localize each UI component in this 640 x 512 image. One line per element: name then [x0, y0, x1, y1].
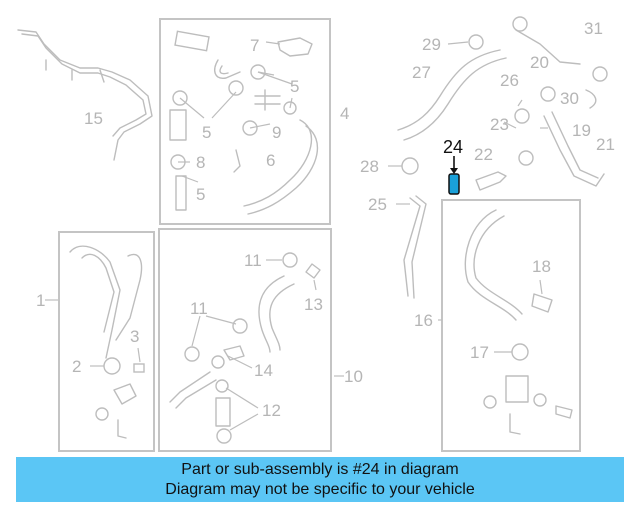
- part-box16-hoses: [464, 209, 573, 435]
- part-box4-hoses: [169, 30, 319, 215]
- callout-12: 12: [262, 401, 281, 420]
- callout-19: 19: [572, 121, 591, 140]
- callout-2: 2: [72, 357, 81, 376]
- callout-1: 1: [36, 291, 45, 310]
- info-banner: Part or sub-assembly is #24 in diagram D…: [16, 457, 624, 502]
- callout-17: 17: [470, 343, 489, 362]
- banner-line-2: Diagram may not be specific to your vehi…: [165, 481, 475, 498]
- callout-28: 28: [360, 157, 379, 176]
- callout-21: 21: [596, 135, 615, 154]
- callout-18: 18: [532, 257, 551, 276]
- part-box10-hoses: [169, 252, 321, 444]
- callout-25: 25: [368, 195, 387, 214]
- callout-5: 5: [196, 185, 205, 204]
- part-box1-hoses: [69, 245, 145, 439]
- callout-5: 5: [202, 123, 211, 142]
- callout-11: 11: [190, 299, 208, 318]
- callout-6: 6: [266, 151, 275, 170]
- callout-14: 14: [254, 361, 273, 380]
- callout-4: 4: [340, 104, 349, 123]
- group-box-10: [158, 228, 332, 452]
- callout-30: 30: [560, 89, 579, 108]
- callout-29: 29: [422, 35, 441, 54]
- callout-16: 16: [414, 311, 433, 330]
- callout-3: 3: [130, 327, 139, 346]
- callout-11: 11: [244, 251, 262, 270]
- leader-lines: [45, 41, 548, 431]
- callout-22: 22: [474, 145, 493, 164]
- callout-27: 27: [412, 63, 431, 82]
- banner-line-1: Part or sub-assembly is #24 in diagram: [181, 461, 459, 478]
- callout-7: 7: [250, 36, 259, 55]
- callout-24: 24: [443, 137, 463, 157]
- callout-20: 20: [530, 53, 549, 72]
- callout-23: 23: [490, 115, 509, 134]
- callout-9: 9: [272, 123, 281, 142]
- callout-5: 5: [290, 77, 299, 96]
- group-box-4: [159, 18, 331, 225]
- callout-labels: 15 7 5 4 5 9 8 6 5 1 3 2 11 13 11 14 10 …: [36, 19, 615, 420]
- callout-13: 13: [304, 295, 323, 314]
- callout-15: 15: [84, 109, 103, 128]
- part-15-pipe: [17, 29, 153, 161]
- group-box-1: [58, 231, 155, 452]
- callout-10: 10: [344, 367, 363, 386]
- group-box-16: [441, 199, 581, 452]
- callout-8: 8: [196, 153, 205, 172]
- callout-31: 31: [584, 19, 603, 38]
- callout-26: 26: [500, 71, 519, 90]
- part-24-highlighted: [448, 156, 460, 195]
- part-right-hoses: [397, 16, 608, 299]
